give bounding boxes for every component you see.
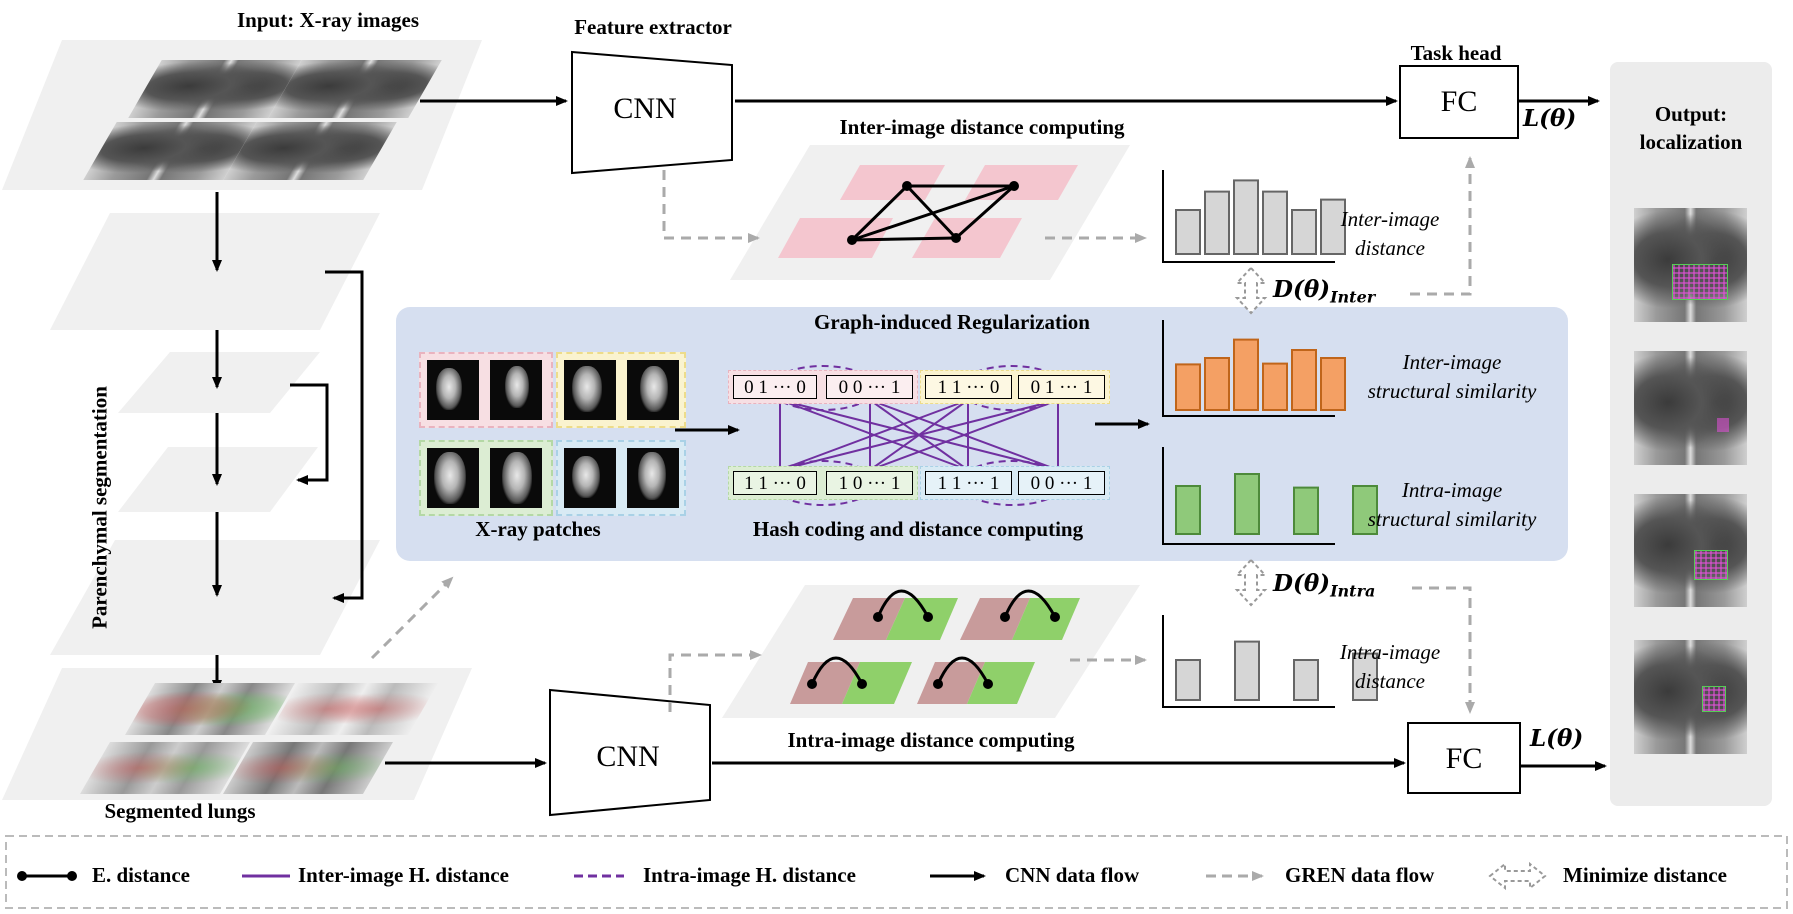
inter-structural-similarity-bar-3 bbox=[1233, 338, 1259, 412]
input-label: Input: X-ray images bbox=[237, 8, 419, 32]
inter-image-distance-bar-3 bbox=[1233, 179, 1259, 255]
hash-code-top-3: 1 1 ··· 0 bbox=[925, 375, 1012, 399]
intra-image-distance-bar-2 bbox=[1234, 640, 1260, 701]
intra-image-distance-bar-3 bbox=[1293, 659, 1319, 701]
hash-code-bottom-2: 1 0 ··· 1 bbox=[826, 471, 913, 495]
inter-structural-similarity-bar-5 bbox=[1291, 349, 1317, 411]
inter-image-distance-label-1: Inter-image bbox=[1340, 207, 1440, 231]
inter-image-distance-bar-4 bbox=[1262, 190, 1288, 256]
inter-hash-lines bbox=[779, 399, 1059, 471]
intra-image-distance-bar-1 bbox=[1175, 659, 1201, 701]
hash-code-bottom-3: 1 1 ··· 1 bbox=[925, 471, 1012, 495]
d-inter-label: D(θ)Inter bbox=[1273, 276, 1376, 307]
intra-distance-computing-label: Intra-image distance computing bbox=[787, 728, 1075, 752]
inter-structural-similarity-bar-1 bbox=[1175, 363, 1201, 411]
legend-minimize-symbol bbox=[1488, 861, 1547, 891]
minimize-arrow-intra bbox=[1234, 558, 1268, 607]
legend-gren-flow: GREN data flow bbox=[1285, 863, 1435, 887]
intra-image-distance-label-2: distance bbox=[1355, 669, 1425, 693]
fc-top-box bbox=[1399, 65, 1519, 139]
cnn-bottom-label: CNN bbox=[596, 740, 660, 773]
intra-structural-similarity-bar-1 bbox=[1175, 485, 1201, 535]
hash-coding-label: Hash coding and distance computing bbox=[752, 517, 1084, 541]
intra-image-distance-bar-4 bbox=[1352, 652, 1378, 701]
inter-image-distance-bar-5 bbox=[1291, 209, 1317, 255]
loss-bottom-label: L(θ) bbox=[1530, 725, 1584, 752]
xray-patches-label: X-ray patches bbox=[475, 517, 601, 541]
hash-code-bottom-1: 1 1 ··· 0 bbox=[733, 471, 817, 495]
cnn-top-shape bbox=[571, 50, 733, 175]
inter-graph-nodes bbox=[847, 181, 1019, 245]
bars-inter-structural-similarity bbox=[1175, 338, 1346, 412]
hash-code-top-4: 0 1 ··· 1 bbox=[1018, 375, 1105, 399]
gir-label: Graph-induced Regularization bbox=[814, 310, 1090, 334]
inter-structural-label-1: Inter-image bbox=[1402, 350, 1502, 374]
output-box-3 bbox=[1694, 550, 1728, 580]
inter-image-distance-label-2: distance bbox=[1355, 236, 1425, 260]
legend-intra-h-distance: Intra-image H. distance bbox=[643, 863, 856, 887]
output-box-4 bbox=[1702, 686, 1726, 712]
hash-code-top-1: 0 1 ··· 0 bbox=[733, 375, 817, 399]
inter-structural-label-2: structural similarity bbox=[1367, 379, 1537, 403]
output-label: Output: bbox=[1654, 102, 1728, 126]
intra-structural-similarity-bar-4 bbox=[1352, 485, 1378, 535]
output-xray-3 bbox=[1634, 494, 1747, 607]
intra-tiles bbox=[790, 598, 1080, 704]
intra-image-distance-label-1: Intra-image bbox=[1339, 640, 1441, 664]
output-xray-4 bbox=[1634, 640, 1747, 754]
output-xray-2 bbox=[1634, 351, 1747, 465]
inter-structural-similarity-bar-4 bbox=[1262, 362, 1288, 412]
fc-bottom-label: FC bbox=[1445, 742, 1483, 775]
output-box-1 bbox=[1672, 264, 1728, 300]
intra-arcs bbox=[810, 589, 1057, 685]
legend-box bbox=[5, 835, 1788, 909]
cnn-bottom-shape bbox=[549, 688, 711, 817]
intra-structural-label-2: structural similarity bbox=[1367, 507, 1537, 531]
bars-intra-structural-similarity bbox=[1175, 473, 1378, 536]
inter-image-distance-bar-2 bbox=[1204, 190, 1230, 256]
task-head-label: Task head bbox=[1410, 41, 1502, 65]
inter-image-distance-bar-1 bbox=[1175, 209, 1201, 255]
legend-cnn-flow: CNN data flow bbox=[1005, 863, 1140, 887]
d-intra-label: D(θ)Intra bbox=[1273, 570, 1376, 601]
cnn-top-label: CNN bbox=[613, 92, 677, 125]
loss-top-label: L(θ) bbox=[1523, 105, 1577, 132]
legend-e-distance: E. distance bbox=[92, 863, 191, 887]
parenchymal-label: Parenchymal segmentation bbox=[87, 386, 112, 629]
inter-image-distance-bar-6 bbox=[1320, 198, 1346, 256]
feature-extractor-label: Feature extractor bbox=[574, 15, 732, 39]
inter-structural-similarity-bar-6 bbox=[1320, 357, 1346, 411]
bars-inter-image-distance bbox=[1175, 179, 1346, 256]
inter-graph-edges bbox=[850, 184, 1016, 242]
bars-intra-image-distance bbox=[1175, 640, 1378, 701]
hash-code-bottom-4: 0 0 ··· 1 bbox=[1018, 471, 1105, 495]
inter-pink-tiles bbox=[778, 165, 1078, 258]
output-box-2 bbox=[1717, 418, 1729, 432]
legend-inter-h-distance: Inter-image H. distance bbox=[298, 863, 509, 887]
inter-structural-similarity-bar-2 bbox=[1204, 357, 1230, 411]
legend-minimize-distance: Minimize distance bbox=[1563, 863, 1727, 887]
minimize-arrow-inter bbox=[1234, 266, 1268, 315]
intra-structural-similarity-bar-2 bbox=[1234, 473, 1260, 535]
fc-top-label: FC bbox=[1440, 85, 1478, 118]
output-label-2: localization bbox=[1639, 130, 1743, 154]
hash-code-top-2: 0 0 ··· 1 bbox=[826, 375, 913, 399]
segmented-lungs-label: Segmented lungs bbox=[104, 799, 256, 823]
inter-distance-computing-label: Inter-image distance computing bbox=[839, 115, 1125, 139]
fc-bottom-box bbox=[1407, 722, 1521, 794]
intra-structural-similarity-bar-3 bbox=[1293, 486, 1319, 536]
intra-structural-label-1: Intra-image bbox=[1401, 478, 1503, 502]
